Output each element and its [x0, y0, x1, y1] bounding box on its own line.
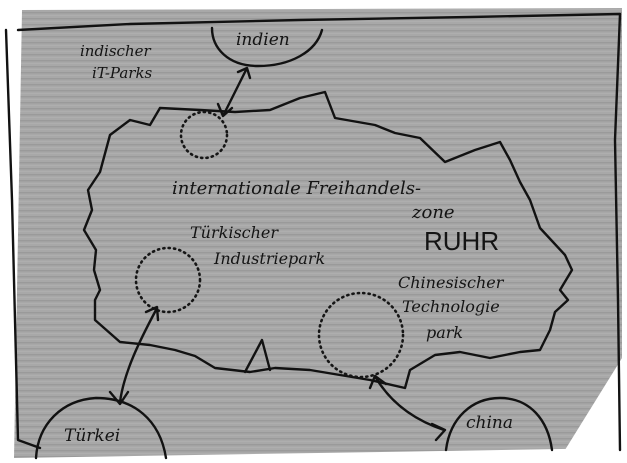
tuerk-park-line1: Türkischer — [190, 223, 279, 242]
outline-notch — [243, 338, 272, 374]
paper-corner — [560, 358, 627, 463]
arrow-indien-itpark — [216, 66, 252, 118]
ruhr-outline — [82, 90, 574, 390]
indien-circle — [210, 26, 324, 68]
zone-line2: zone — [411, 202, 455, 223]
china-park-line2: Technologie — [402, 297, 500, 316]
ruhr-label: RUHR — [424, 226, 499, 256]
tuerk-park-line2: Industriepark — [213, 249, 325, 268]
arrow-tuerkei-park — [108, 305, 160, 406]
china-park-circle — [317, 291, 405, 379]
tuerkei-circle — [34, 396, 168, 460]
china-park-line1: Chinesischer — [398, 273, 505, 292]
indien-label: indien — [236, 30, 290, 50]
tuerkei-label: Türkei — [64, 426, 120, 446]
sketch-frame — [4, 12, 622, 452]
paper-background — [14, 8, 622, 458]
china-label: china — [466, 413, 513, 433]
tuerk-park-circle — [134, 246, 202, 314]
china-park-line3: park — [426, 323, 463, 342]
china-circle — [444, 396, 554, 452]
zone-line1: internationale Freihandels- — [172, 178, 421, 199]
it-park-circle — [179, 110, 229, 160]
arrow-china-park — [368, 374, 447, 442]
it-parks-line2: iT-Parks — [92, 64, 153, 82]
it-parks-line1: indischer — [80, 42, 151, 60]
